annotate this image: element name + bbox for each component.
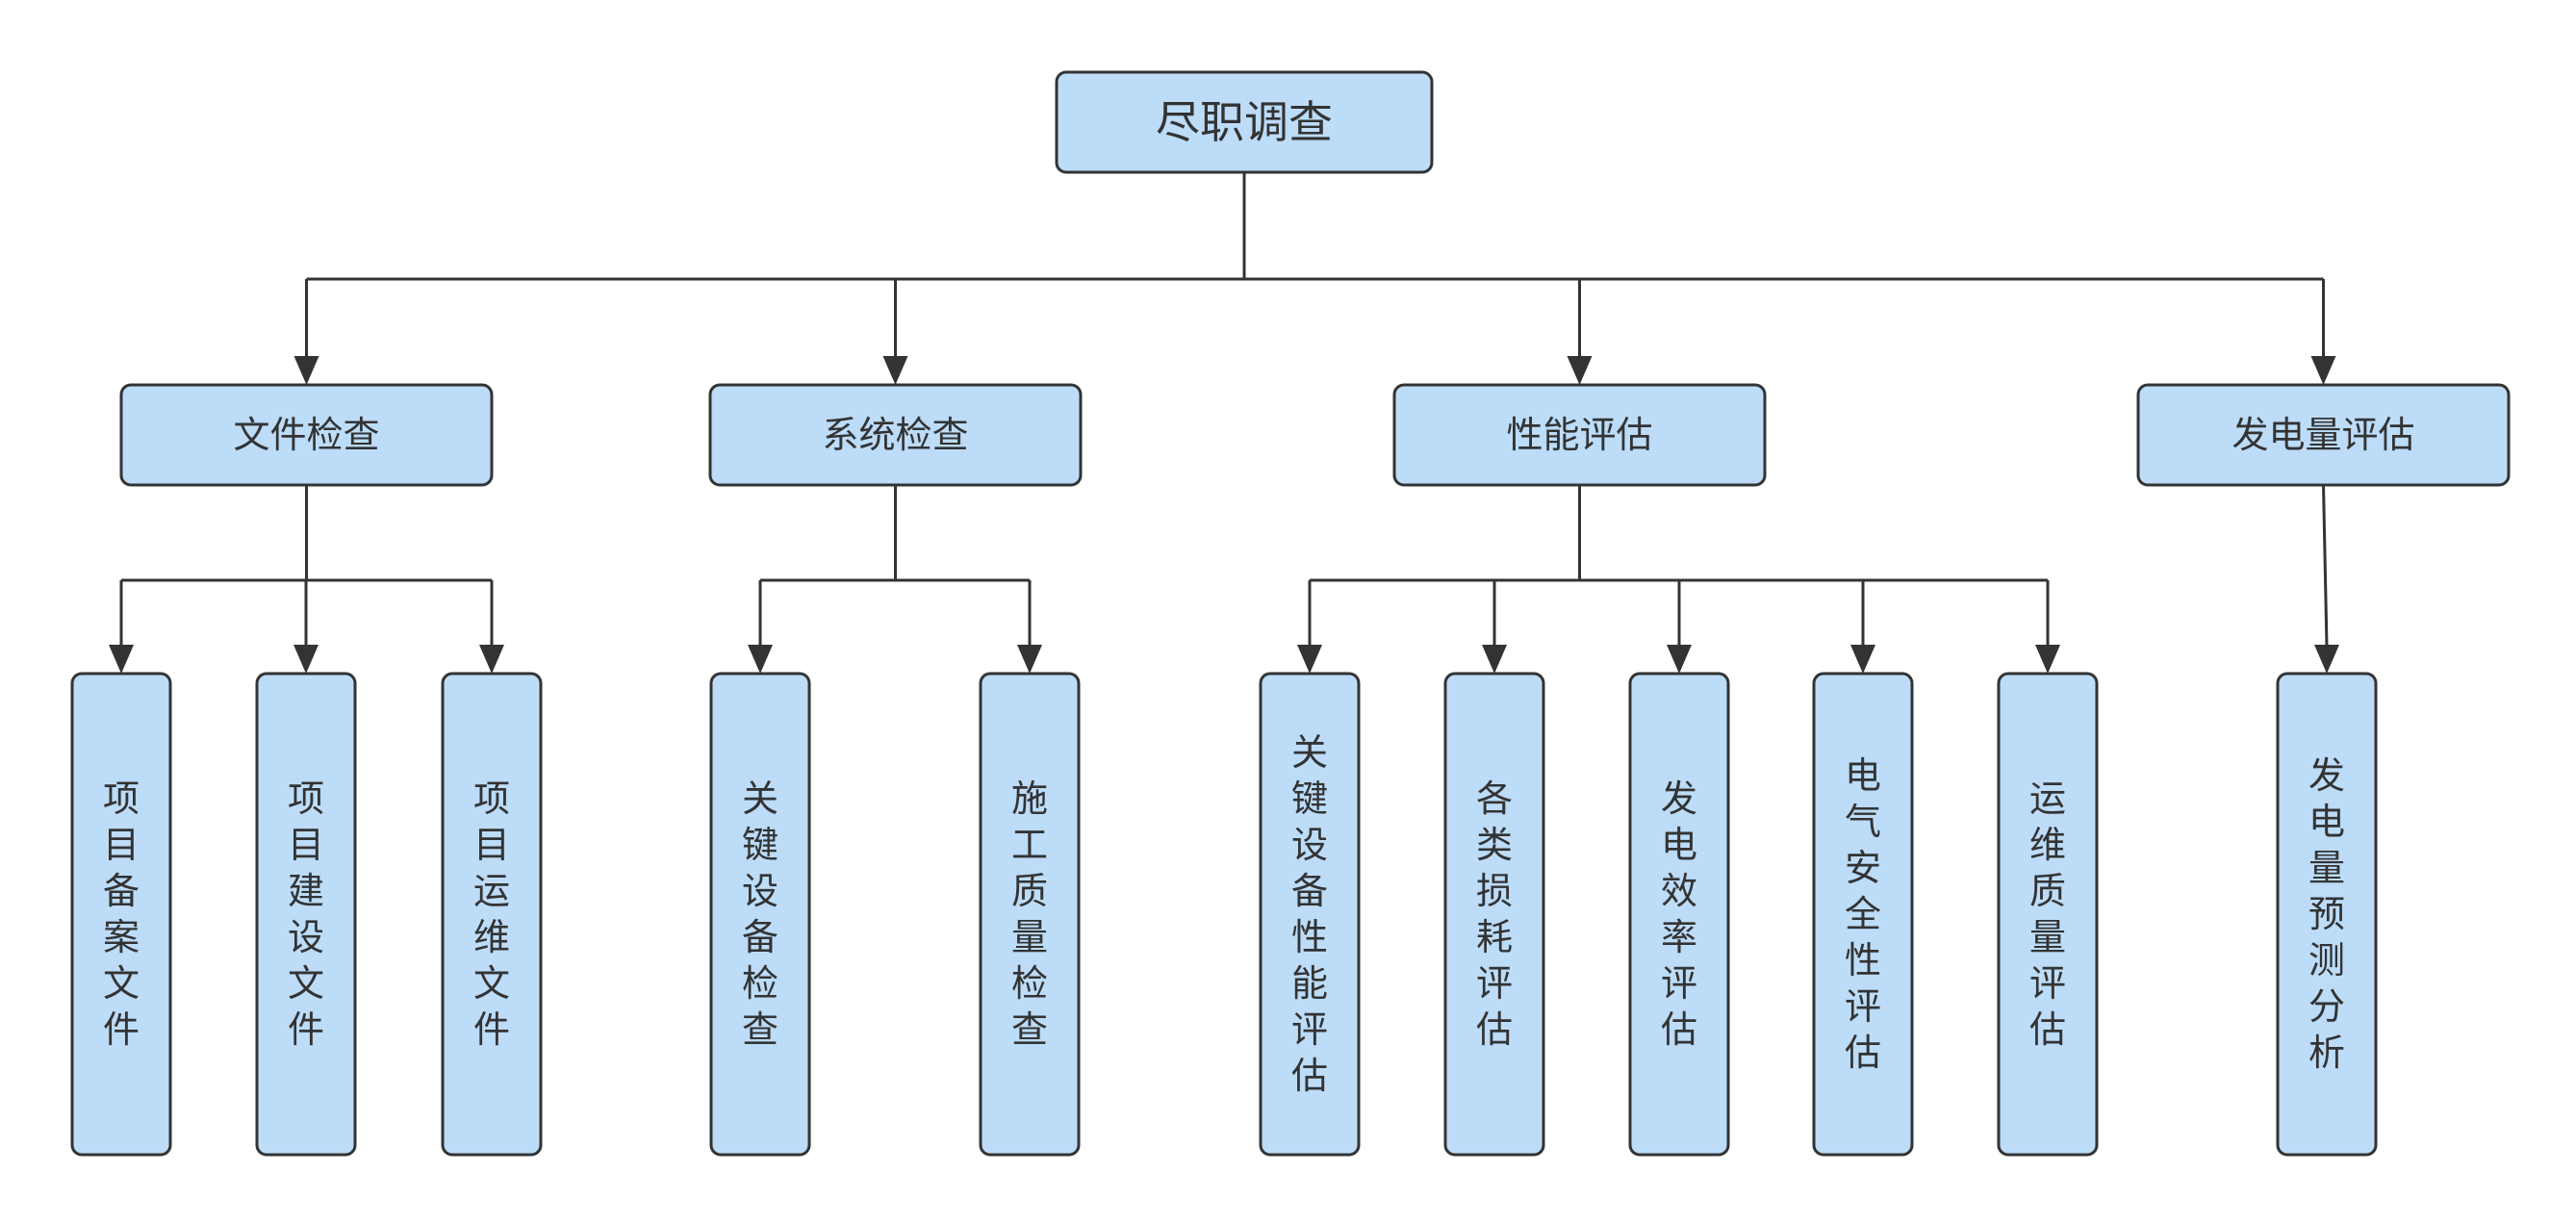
leaf-node-perf-3-label: 发电效率评估: [1661, 778, 1697, 1051]
leaf-arrowhead: [1017, 645, 1042, 674]
leaf-arrowhead: [1297, 645, 1322, 674]
leaf-node-sys-2: 施工质量检查: [979, 672, 1081, 1157]
leaf-arrowhead: [2314, 645, 2339, 674]
category-node-gen-eval-box: [2136, 383, 2511, 487]
leaf-node-doc-2-label: 项目建设文件: [288, 778, 324, 1051]
leaf-node-perf-4-box: [1812, 672, 1914, 1157]
category-node-sys-check: 系统检查: [708, 383, 1083, 487]
root-node-label: 尽职调查: [1156, 96, 1333, 148]
leaf-drop-line: [2322, 484, 2329, 648]
leaf-node-doc-2: 项目建设文件: [255, 672, 357, 1157]
category-node-doc-check-label: 文件检查: [233, 414, 379, 456]
leaf-arrowhead: [109, 645, 134, 674]
leaf-arrowhead: [748, 645, 773, 674]
category-node-perf-eval: 性能评估: [1392, 383, 1767, 487]
leaf-arrowhead: [293, 645, 319, 674]
leaf-node-sys-1-box: [709, 672, 811, 1157]
leaf-node-gen-1-box: [2276, 672, 2378, 1157]
leaf-arrowhead: [1850, 645, 1875, 674]
leaf-node-perf-5: 运维质量评估: [1997, 672, 2099, 1157]
leaf-node-gen-1-label: 发电量预测分析: [2308, 754, 2345, 1074]
leaf-node-perf-2-box: [1443, 672, 1545, 1157]
category-node-gen-eval: 发电量评估: [2136, 383, 2511, 487]
category-node-perf-eval-box: [1392, 383, 1767, 487]
leaf-node-doc-3: 项目运维文件: [441, 672, 543, 1157]
leaf-node-sys-2-label: 施工质量检查: [1011, 778, 1048, 1051]
category-arrowhead: [2310, 356, 2336, 385]
leaf-node-doc-1: 项目备案文件: [70, 672, 172, 1157]
leaf-node-perf-1-box: [1259, 672, 1361, 1157]
leaf-node-perf-3-box: [1628, 672, 1730, 1157]
leaf-node-sys-2-box: [979, 672, 1081, 1157]
leaf-node-perf-3: 发电效率评估: [1628, 672, 1730, 1157]
leaf-node-sys-1: 关键设备检查: [709, 672, 811, 1157]
root-node-box: [1055, 70, 1434, 174]
leaf-node-perf-5-box: [1997, 672, 2099, 1157]
leaf-node-perf-4-label: 电气安全性评估: [1845, 754, 1881, 1074]
category-node-sys-check-box: [708, 383, 1083, 487]
leaf-node-doc-1-box: [70, 672, 172, 1157]
leaf-node-gen-1: 发电量预测分析: [2276, 672, 2378, 1157]
leaf-arrowhead: [1667, 645, 1692, 674]
leaf-node-perf-5-label: 运维质量评估: [2029, 778, 2066, 1051]
leaf-node-perf-1-label: 关键设备性能评估: [1291, 731, 1328, 1097]
leaf-node-sys-1-label: 关键设备检查: [742, 778, 778, 1051]
category-node-gen-eval-label: 发电量评估: [2232, 414, 2414, 456]
leaf-node-doc-3-label: 项目运维文件: [473, 778, 510, 1051]
category-arrowhead: [882, 356, 908, 385]
category-arrowhead: [293, 356, 319, 385]
leaf-node-perf-4: 电气安全性评估: [1812, 672, 1914, 1157]
root-node: 尽职调查: [1055, 70, 1434, 174]
leaf-node-doc-3-box: [441, 672, 543, 1157]
category-node-sys-check-label: 系统检查: [822, 414, 968, 456]
leaf-node-doc-1-label: 项目备案文件: [103, 778, 140, 1051]
connectors: [109, 172, 2339, 674]
leaf-arrowhead: [479, 645, 504, 674]
leaf-node-perf-2: 各类损耗评估: [1443, 672, 1545, 1157]
leaf-arrowhead: [2035, 645, 2060, 674]
leaf-node-perf-1: 关键设备性能评估: [1259, 672, 1361, 1157]
leaf-arrowhead: [1482, 645, 1507, 674]
leaf-node-doc-2-box: [255, 672, 357, 1157]
category-arrowhead: [1567, 356, 1593, 385]
category-node-perf-eval-label: 性能评估: [1506, 414, 1652, 456]
category-node-doc-check: 文件检查: [119, 383, 494, 487]
leaf-node-perf-2-label: 各类损耗评估: [1476, 778, 1513, 1051]
category-node-doc-check-box: [119, 383, 494, 487]
